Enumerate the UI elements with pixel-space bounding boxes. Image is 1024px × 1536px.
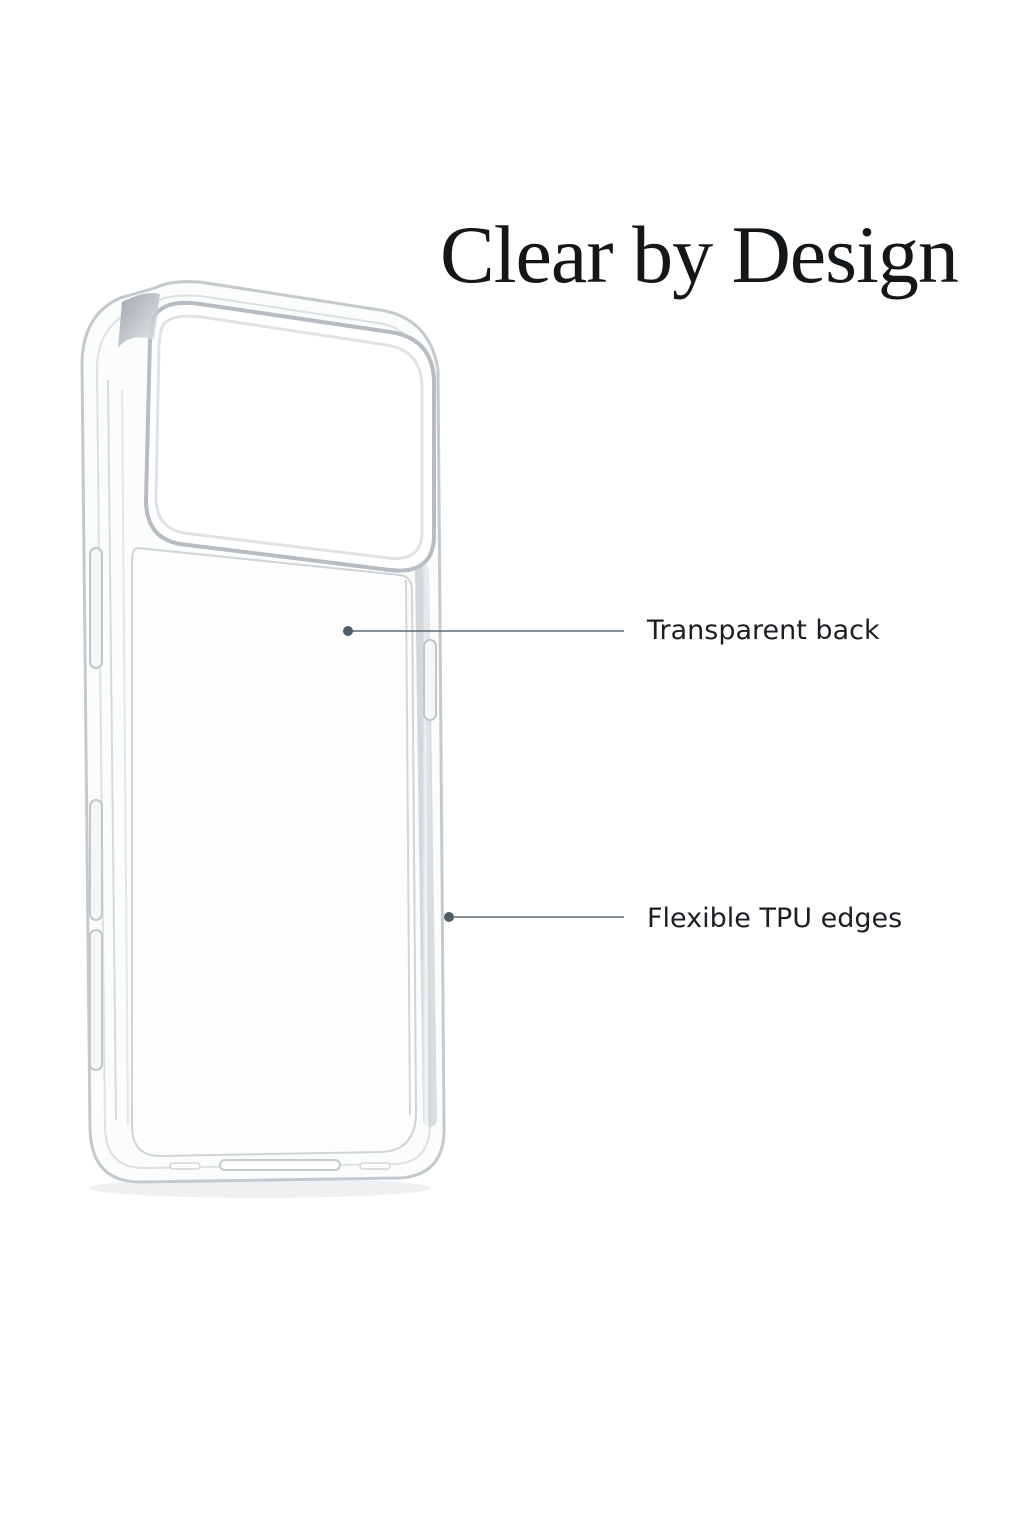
side-grip-cover (89, 929, 103, 1071)
camera-cutout-inner-rim (154, 314, 424, 560)
callout-label-transparent-back: Transparent back (647, 615, 880, 646)
volume-button-cover (89, 547, 103, 669)
speaker-cutout (359, 1162, 391, 1170)
right-edge-inner-line (405, 579, 411, 1116)
speaker-cutout (169, 1162, 201, 1170)
left-edge-line (107, 379, 117, 1121)
clear-phone-case-icon (80, 280, 446, 1198)
camera-cutout (143, 300, 436, 573)
case-rim-highlight (95, 294, 432, 1170)
transparent-back-panel (131, 546, 418, 1158)
charging-port-cutout (219, 1159, 341, 1171)
case-shadow (90, 1178, 430, 1198)
page-title: Clear by Design (440, 209, 959, 300)
power-button-cover (423, 639, 437, 721)
phone-case-illustration (60, 270, 480, 1210)
left-edge-inner-line (121, 389, 129, 1126)
corner-bumper (118, 293, 160, 348)
lower-button-cover (89, 799, 103, 921)
callout-label-tpu-edges: Flexible TPU edges (647, 903, 903, 934)
